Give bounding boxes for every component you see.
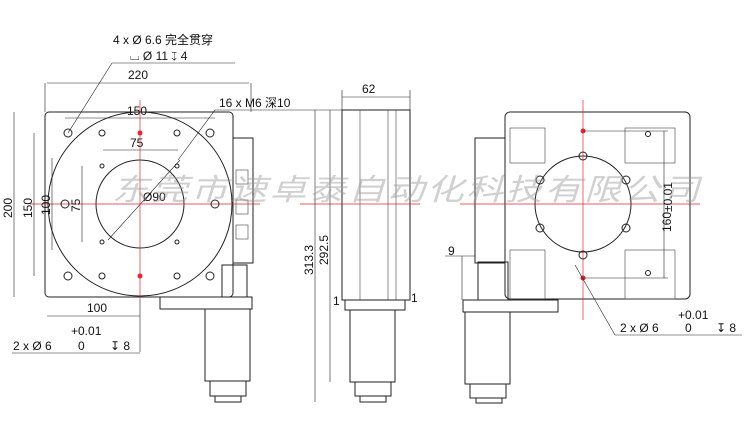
right-gap-dim: 1: [411, 291, 418, 305]
rear-view: 160 ±0.01 9 +0.01 2 x Ø 6 0 ↧ 8: [445, 100, 742, 404]
hole-spacing-dim-150: 150: [127, 104, 147, 118]
rear-pin-hole-callout: 2 x Ø 6: [620, 321, 659, 335]
height-spacing-dim-150: 150: [21, 198, 35, 218]
pin-hole-tolerance: +0.01: [71, 324, 102, 338]
rear-pin-hole-depth: ↧ 8: [716, 321, 736, 335]
pin-spacing-tolerance: ±0.01: [661, 182, 675, 212]
tapped-holes-callout: 16 x M6 深10: [219, 96, 291, 110]
inner-spacing-dim-75: 75: [130, 136, 144, 150]
front-view: 4 x Ø 6.6 完全贯穿 ⌴ Ø 11 ↧ 4 220 150 75 Ø90: [1, 32, 305, 403]
side-view: 62 313.3 292.5 1 1: [300, 82, 420, 403]
pin-spacing-dim-160: 160: [660, 212, 674, 232]
rear-pin-hole-tolerance: +0.01: [678, 308, 709, 322]
left-gap-dim: 1: [333, 294, 340, 308]
company-watermark: 东莞市速卓泰自动化科技有限公司: [112, 174, 703, 207]
height-dim-292-5: 292.5: [317, 235, 331, 265]
total-height-dim-313-3: 313.3: [302, 245, 316, 275]
offset-dim-9: 9: [448, 244, 455, 258]
side-width-dim-62: 62: [362, 82, 376, 96]
hole-callout-line2: ⌴ Ø 11 ↧ 4: [130, 49, 188, 63]
hole-callout-line1: 4 x Ø 6.6 完全贯穿: [113, 32, 213, 47]
pin-hole-callout: 2 x Ø 6: [13, 339, 52, 353]
bottom-dim-100: 100: [87, 301, 107, 315]
height-inner2-dim-75: 75: [69, 198, 83, 212]
height-dim-200: 200: [1, 198, 15, 218]
rear-pin-hole-lower-tol: 0: [685, 321, 692, 335]
width-dim-220: 220: [128, 68, 148, 82]
height-inner-dim-100: 100: [39, 195, 53, 215]
pin-hole-lower-tol: 0: [78, 339, 85, 353]
bore-dim-90: Ø90: [143, 190, 166, 204]
pin-hole-depth: ↧ 8: [110, 339, 130, 353]
